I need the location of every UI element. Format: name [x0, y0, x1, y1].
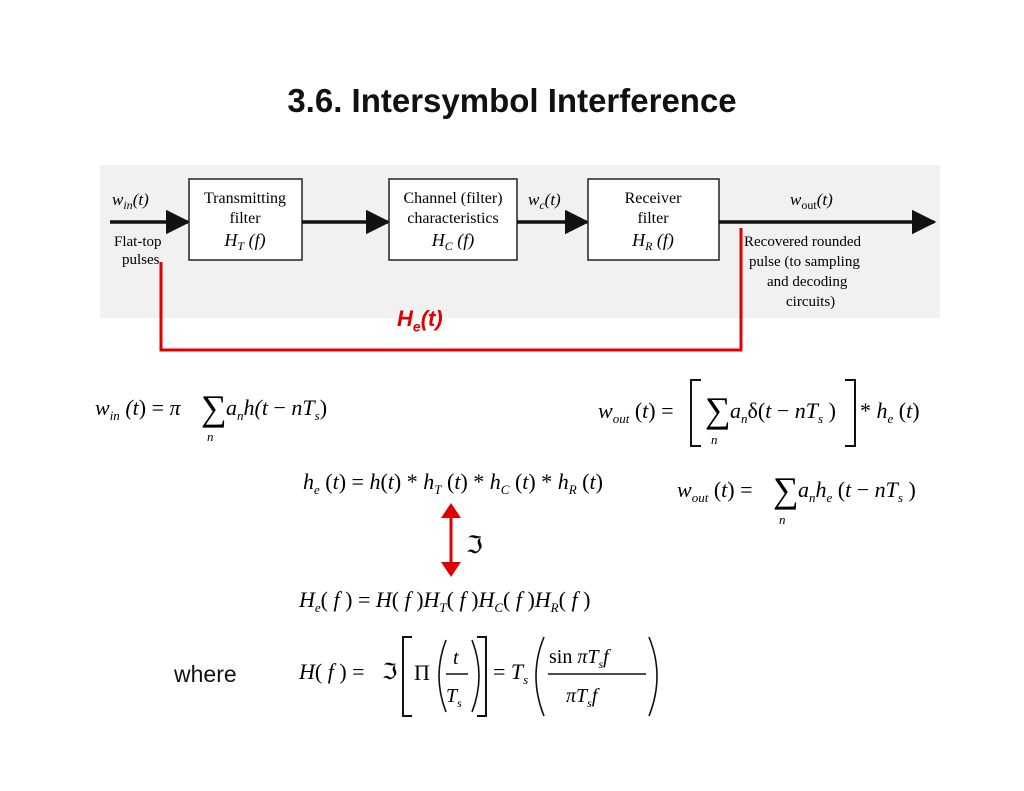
svg-text:anδ(t − nTs ): anδ(t − nTs )	[730, 398, 836, 426]
equation-w-out-sum: wout (t) = ∑ n anhe (t − nTs )	[677, 470, 916, 527]
equation-w-in: win (t) = π ∑ n anh(t − nTs)	[95, 388, 327, 444]
equation-H-e: He( f ) = H( f )HT( f )HC( f )HR( f )	[298, 587, 590, 615]
where-label: where	[174, 661, 237, 687]
svg-text:H( f ) =: H( f ) =	[298, 659, 365, 684]
block1-line2: filter	[229, 210, 261, 227]
output-caption-line4: circuits)	[786, 294, 835, 310]
block2-line2: characteristics	[407, 210, 499, 227]
svg-text:* he (t): * he (t)	[860, 398, 920, 426]
mid-signal-label: wc(t)	[528, 190, 561, 212]
block3-line1: Receiver	[625, 190, 683, 207]
equation-h-e: he (t) = h(t) * hT (t) * hC (t) * hR (t)	[303, 469, 603, 497]
block1-line1: Transmitting	[204, 190, 286, 207]
svg-text:= Ts: = Ts	[493, 659, 528, 687]
svg-text:wout (t) =: wout (t) =	[598, 398, 674, 426]
block1-function: HT (f)	[223, 230, 265, 253]
equation-H-def: H( f ) = ℑ Π t Ts = Ts sin πTsf πTsf	[298, 636, 658, 717]
block-receiver-filter	[587, 178, 720, 261]
equivalent-label: He(t)	[397, 306, 443, 335]
svg-text:win (t) = π: win (t) = π	[95, 395, 182, 423]
svg-text:he (t) = h(t) * hT (t) * hC (t: he (t) = h(t) * hT (t) * hC (t) * hR (t)	[303, 469, 603, 497]
block3-function: HR (f)	[631, 230, 674, 253]
equivalent-bracket-line	[159, 228, 743, 352]
svg-text:n: n	[779, 512, 786, 527]
output-caption-line3: and decoding	[767, 274, 848, 290]
output-caption-line2: pulse (to sampling	[749, 254, 860, 270]
slide-title: 3.6. Intersymbol Interference	[287, 82, 737, 119]
svg-text:n: n	[711, 432, 718, 447]
svg-text:Π: Π	[414, 660, 430, 685]
svg-text:ℑ: ℑ	[382, 659, 397, 684]
svg-text:πTsf: πTsf	[566, 685, 600, 710]
svg-text:anhe (t − nTs ): anhe (t − nTs )	[798, 477, 916, 505]
block-diagram: win(t) Flat-top pulses Transmitting filt…	[100, 165, 940, 318]
svg-text:n: n	[207, 429, 214, 444]
output-signal-label: wout(t)	[790, 190, 833, 212]
svg-text:He( f ) = H( f )HT( f )HC( f ): He( f ) = H( f )HT( f )HC( f )HR( f )	[298, 587, 590, 615]
block2-line1: Channel (filter)	[403, 190, 502, 207]
block3-line2: filter	[637, 210, 669, 227]
svg-text:sin πTsf: sin πTsf	[549, 646, 611, 671]
svg-text:∑: ∑	[773, 470, 799, 510]
svg-text:∑: ∑	[201, 388, 227, 428]
svg-text:∑: ∑	[705, 390, 731, 430]
block-channel	[388, 178, 518, 261]
fourier-transform-arrow: ℑ	[441, 503, 483, 577]
svg-text:t: t	[453, 647, 459, 669]
block-transmitting-filter	[188, 178, 303, 261]
output-caption-line1: Recovered rounded	[744, 234, 862, 250]
equation-w-out-conv: wout (t) = ∑ n anδ(t − nTs ) * he (t)	[598, 379, 920, 447]
fourier-symbol: ℑ	[466, 533, 483, 559]
input-caption-line1: Flat-top	[114, 234, 162, 250]
block-diagram-svg: win(t) Flat-top pulses Transmitting filt…	[110, 178, 937, 310]
block2-function: HC (f)	[431, 230, 475, 253]
svg-text:anh(t − nTs): anh(t − nTs)	[226, 395, 327, 423]
svg-text:wout (t) =: wout (t) =	[677, 477, 753, 505]
input-caption-line2: pulses	[122, 252, 160, 268]
svg-text:Ts: Ts	[446, 685, 462, 710]
input-signal-label: win(t)	[112, 190, 149, 212]
